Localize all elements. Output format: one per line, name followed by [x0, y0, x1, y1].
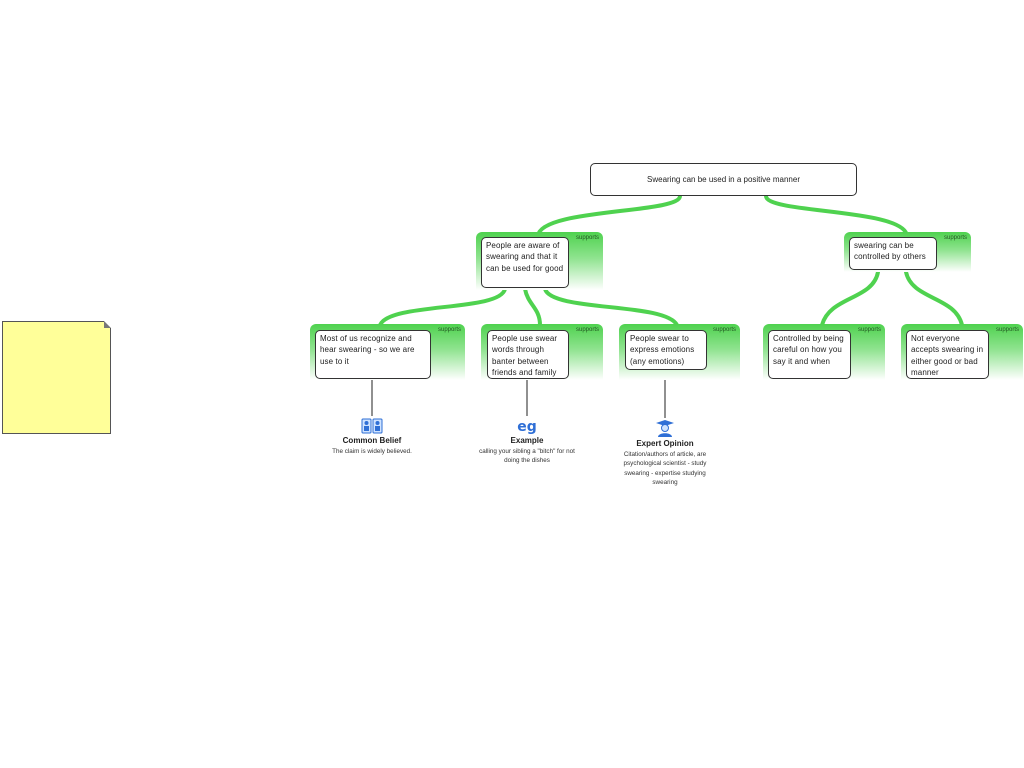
- connector-reason1-to-sub1: [378, 287, 507, 327]
- main-claim-text: Swearing can be used in a positive manne…: [647, 175, 800, 184]
- expert-person-icon: [656, 420, 674, 437]
- evidence-text: Citation/authors of article, are psychol…: [623, 451, 707, 486]
- supports-label: supports: [857, 327, 881, 333]
- sub-reason-box-1[interactable]: Most of us recognize and hear swearing -…: [315, 330, 431, 379]
- connector-claim-to-reason-1: [536, 194, 682, 238]
- reason-text-1: People are aware of swearing and that it…: [486, 241, 564, 273]
- reason-box-2[interactable]: swearing can be controlled by others: [849, 237, 937, 270]
- evidence-expert-opinion[interactable]: Expert Opinion Citation/authors of artic…: [623, 419, 707, 487]
- connector-claim-to-reason-2: [764, 194, 909, 238]
- evidence-common-belief[interactable]: Common Belief The claim is widely believ…: [332, 418, 412, 456]
- evidence-example[interactable]: eg Example calling your sibling a "bitch…: [477, 418, 577, 466]
- supports-label: supports: [437, 327, 461, 333]
- connector-reason2-to-sub5: [904, 270, 964, 327]
- sub-reason-text-1: Most of us recognize and hear swearing -…: [320, 334, 415, 366]
- sub-reason-text-3: People swear to express emotions (any em…: [630, 334, 695, 366]
- sticky-note[interactable]: [2, 321, 111, 434]
- reason-box-1[interactable]: People are aware of swearing and that it…: [481, 237, 569, 288]
- supports-label: supports: [995, 327, 1019, 333]
- sub-reason-text-5: Not everyone accepts swearing in either …: [911, 334, 984, 377]
- main-claim-box[interactable]: Swearing can be used in a positive manne…: [590, 163, 857, 196]
- reason-text-2: swearing can be controlled by others: [854, 241, 926, 262]
- evidence-title: Expert Opinion: [636, 439, 694, 448]
- supports-label: supports: [575, 327, 599, 333]
- sticky-note-fold: [104, 321, 111, 328]
- evidence-text: calling your sibling a "bitch" for not d…: [479, 448, 575, 465]
- supports-label: supports: [943, 235, 967, 241]
- evidence-title: Example: [510, 436, 544, 445]
- supports-label: supports: [575, 235, 599, 241]
- supports-label: supports: [712, 327, 736, 333]
- sub-reason-text-2: People use swear words through banter be…: [492, 334, 558, 377]
- sub-reason-box-4[interactable]: Controlled by being careful on how you s…: [768, 330, 851, 379]
- connector-reason1-to-sub2: [523, 287, 542, 327]
- evidence-title: Common Belief: [342, 436, 402, 445]
- sub-reason-box-2[interactable]: People use swear words through banter be…: [487, 330, 569, 379]
- evidence-text: The claim is widely believed.: [332, 448, 412, 455]
- sub-reason-box-5[interactable]: Not everyone accepts swearing in either …: [906, 330, 989, 379]
- sub-reason-text-4: Controlled by being careful on how you s…: [773, 334, 844, 366]
- example-eg-icon: eg: [517, 419, 537, 434]
- connector-reason1-to-sub3: [543, 287, 679, 327]
- svg-text:eg: eg: [517, 419, 537, 434]
- sub-reason-box-3[interactable]: People swear to express emotions (any em…: [625, 330, 707, 370]
- common-belief-icon: [361, 418, 383, 434]
- connector-reason2-to-sub4: [820, 270, 880, 327]
